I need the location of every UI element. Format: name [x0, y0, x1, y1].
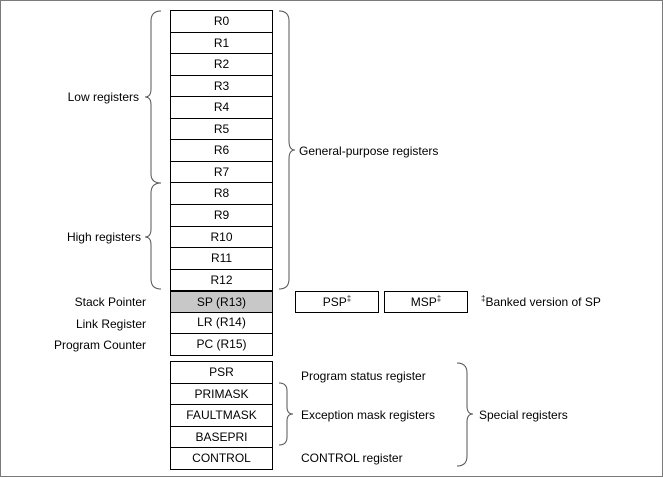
special-register-psr: PSR: [170, 361, 273, 384]
exception-mask-label: Exception mask registers: [301, 408, 436, 422]
exception-mask-brace: [278, 382, 294, 446]
general-purpose-label: General-purpose registers: [299, 144, 439, 158]
banked-note-mark: ‡: [481, 294, 486, 303]
sp-register: SP (R13): [170, 291, 273, 313]
program-counter-label: Program Counter: [53, 338, 146, 352]
register-r8: R8: [170, 183, 273, 205]
control-register-label: CONTROL register: [301, 451, 403, 465]
high-registers-label: High registers: [66, 230, 141, 244]
special-register-basepri: BASEPRI: [170, 427, 273, 448]
banked-note-text: Banked version of SP: [485, 295, 601, 309]
register-r9: R9: [170, 205, 273, 227]
register-r1: R1: [170, 33, 273, 54]
low-registers-brace: [144, 10, 162, 184]
msp-banked-mark: ‡: [436, 294, 442, 303]
register-r6: R6: [170, 140, 273, 162]
psp-label: PSP: [322, 295, 347, 309]
msp-label: MSP: [410, 295, 437, 309]
special-register-primask: PRIMASK: [170, 384, 273, 405]
msp-box: MSP‡: [384, 291, 468, 313]
register-r10: R10: [170, 227, 273, 248]
register-r0: R0: [170, 10, 273, 33]
link-register-label: Link Register: [75, 317, 146, 331]
pc-register: PC (R15): [170, 334, 273, 356]
low-registers-label: Low registers: [67, 90, 139, 104]
program-status-label: Program status register: [301, 369, 426, 383]
lr-register: LR (R14): [170, 313, 273, 334]
register-r7: R7: [170, 162, 273, 183]
banked-note: ‡Banked version of SP: [481, 294, 601, 310]
register-r12: R12: [170, 270, 273, 291]
register-r11: R11: [170, 248, 273, 270]
register-r5: R5: [170, 119, 273, 140]
psp-box: PSP‡: [295, 291, 379, 313]
general-purpose-brace: [278, 10, 296, 290]
high-registers-brace: [144, 182, 162, 290]
special-register-control: CONTROL: [170, 448, 273, 470]
special-registers-label: Special registers: [479, 408, 568, 422]
register-r4: R4: [170, 97, 273, 119]
stack-pointer-label: Stack Pointer: [74, 295, 146, 309]
psp-banked-mark: ‡: [346, 294, 352, 303]
register-r3: R3: [170, 76, 273, 97]
special-register-faultmask: FAULTMASK: [170, 405, 273, 427]
special-registers-brace: [456, 362, 474, 467]
register-r2: R2: [170, 54, 273, 76]
